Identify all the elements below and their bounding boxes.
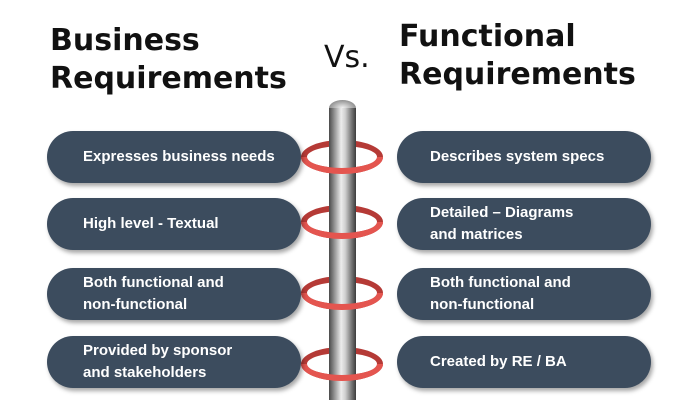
functional-pill-1-text: Describes system specs: [430, 148, 605, 165]
business-pill-4-text: Provided by sponsor and stakeholders: [83, 342, 233, 381]
functional-pill-2: Detailed – Diagrams and matrices: [397, 198, 651, 250]
functional-pill-3-text: Both functional and non-functional: [430, 274, 571, 313]
left-heading-line1: Business: [50, 23, 200, 58]
functional-pill-1: Describes system specs: [397, 131, 651, 183]
functional-pill-2-text: Detailed – Diagrams and matrices: [430, 204, 574, 243]
functional-pill-3: Both functional and non-functional: [397, 268, 651, 320]
business-pill-1: Expresses business needs: [47, 131, 301, 183]
right-heading-line1: Functional: [399, 19, 576, 54]
vs-label: Vs.: [324, 40, 370, 75]
business-pill-1-text: Expresses business needs: [83, 148, 275, 165]
functional-pill-4: Created by RE / BA: [397, 336, 651, 388]
left-heading-line2: Requirements: [50, 61, 287, 96]
center-pole: [329, 108, 356, 400]
right-heading-line2: Requirements: [399, 57, 636, 92]
business-pill-4: Provided by sponsor and stakeholders: [47, 336, 301, 388]
functional-pill-4-text: Created by RE / BA: [430, 353, 567, 370]
business-pill-2-text: High level - Textual: [83, 215, 219, 232]
business-pill-3-text: Both functional and non-functional: [83, 274, 224, 313]
business-requirements-heading: Business Requirements: [50, 22, 287, 98]
business-pill-3: Both functional and non-functional: [47, 268, 301, 320]
functional-requirements-heading: Functional Requirements: [399, 18, 636, 94]
business-pill-2: High level - Textual: [47, 198, 301, 250]
